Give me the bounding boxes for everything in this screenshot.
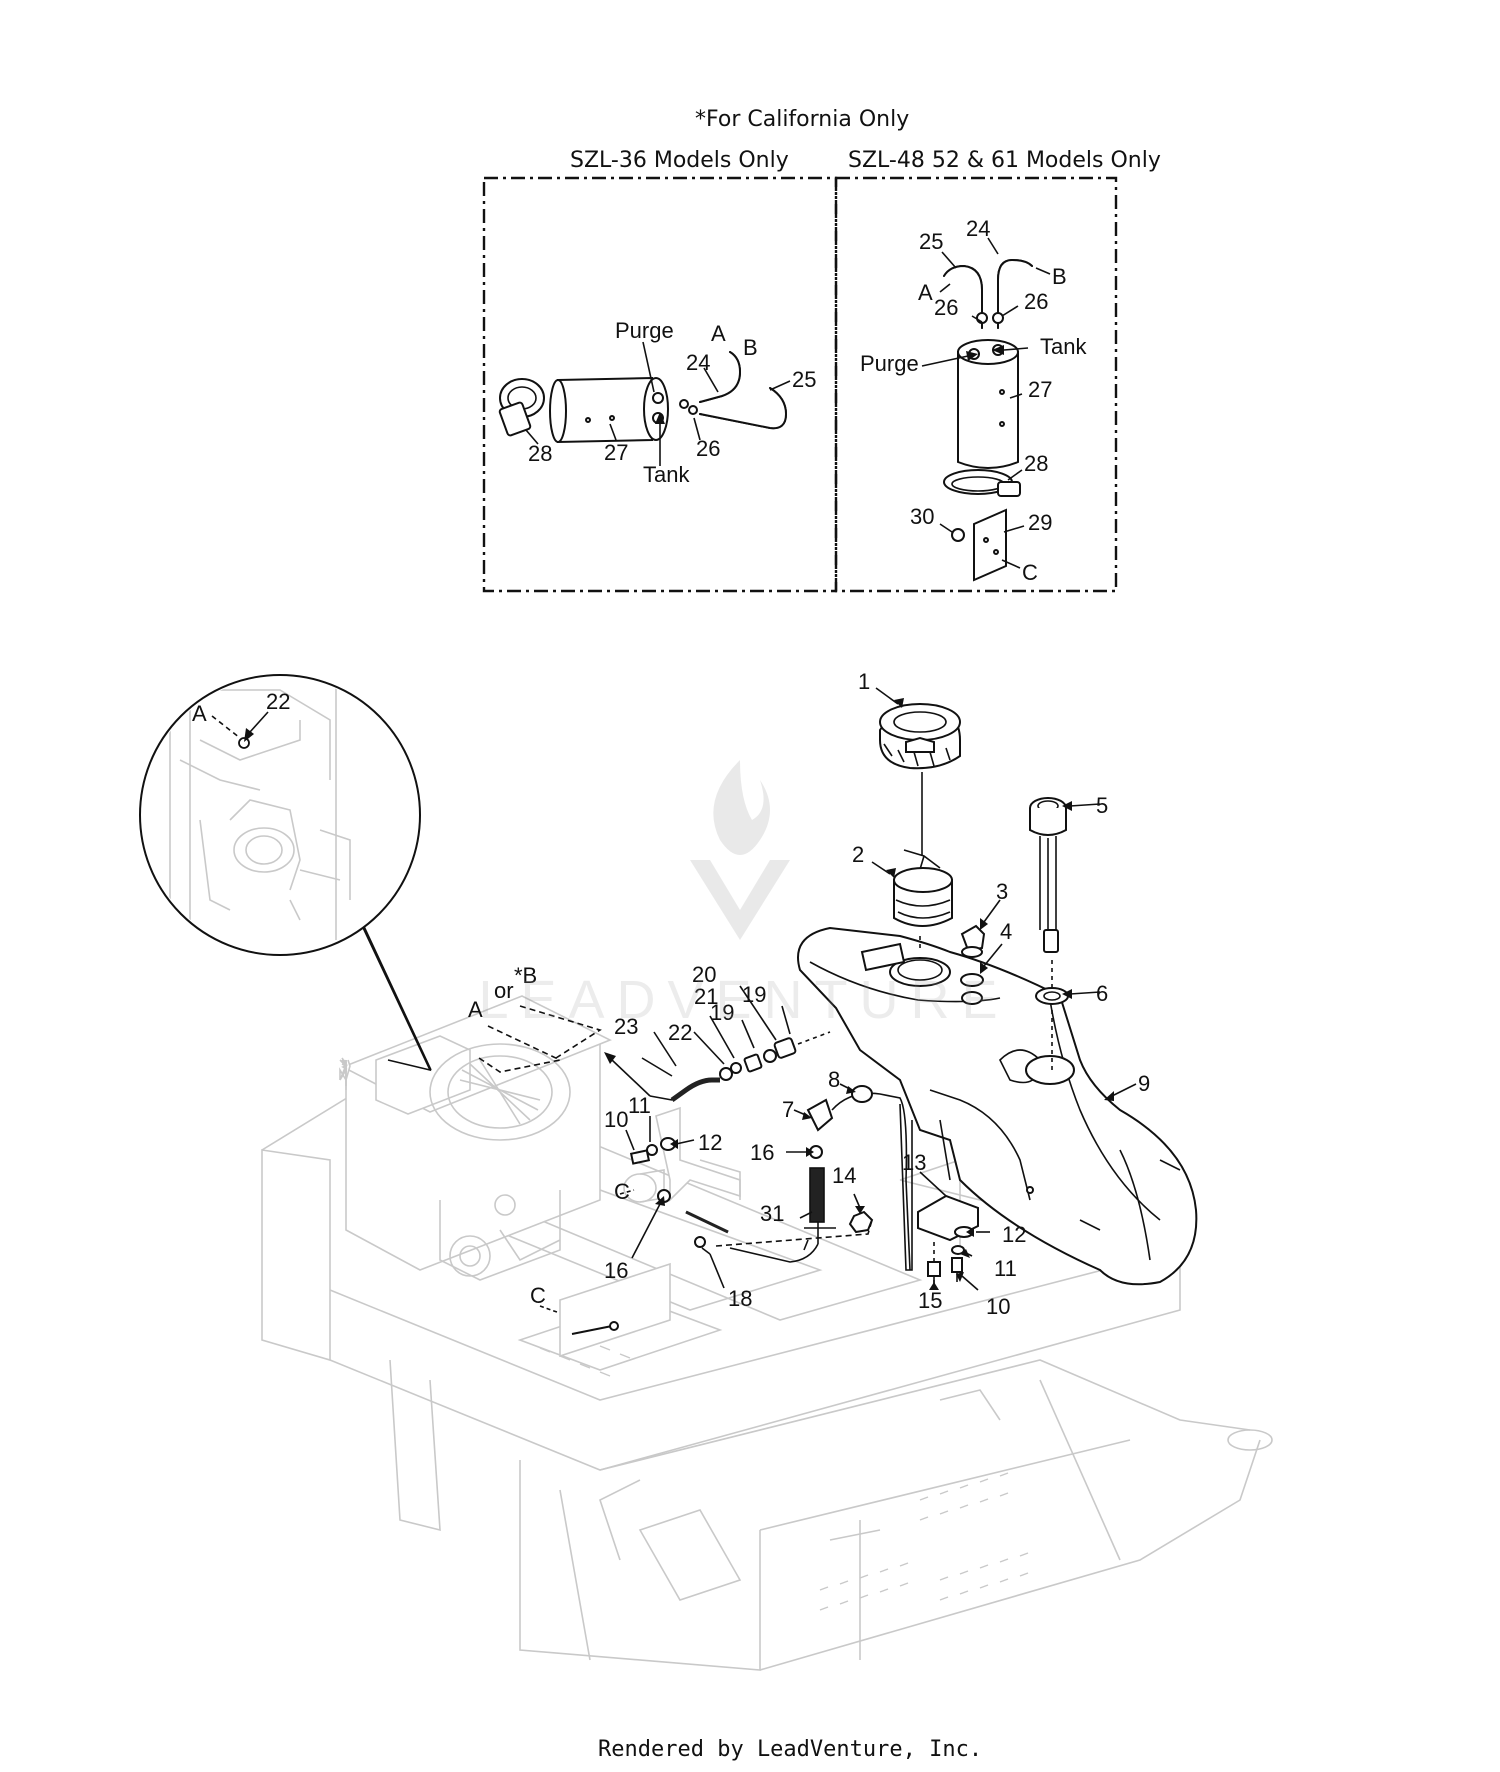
watermark: LEADVENTURE <box>478 760 1009 1030</box>
right-29-label: 29 <box>1028 510 1052 535</box>
right-canister-assembly <box>921 237 1051 582</box>
left-25-label: 25 <box>792 367 816 392</box>
right-25-label: 25 <box>919 229 943 254</box>
right-26a-label: 26 <box>934 295 958 320</box>
left-purge-label: Purge <box>615 318 674 343</box>
label-or: or <box>494 978 514 1003</box>
label-c1: C <box>614 1179 630 1204</box>
right-a-label: A <box>918 280 933 305</box>
left-panel-border <box>482 176 838 593</box>
right-b-label: B <box>1052 264 1067 289</box>
label-18: 18 <box>728 1286 752 1311</box>
label-11a: 11 <box>628 1093 651 1118</box>
fuel-strainer <box>871 861 953 952</box>
label-5: 5 <box>1096 793 1108 818</box>
label-a: A <box>468 997 483 1022</box>
label-11b: 11 <box>994 1256 1017 1281</box>
label-6: 6 <box>1096 981 1108 1006</box>
label-19a: 19 <box>742 982 766 1007</box>
label-23: 23 <box>614 1014 638 1039</box>
right-26b-label: 26 <box>1024 289 1048 314</box>
right-panel-border <box>834 176 1118 593</box>
right-28-label: 28 <box>1024 451 1048 476</box>
label-22: 22 <box>668 1020 692 1045</box>
footer-credit: Rendered by LeadVenture, Inc. <box>598 1737 982 1762</box>
right-24-label: 24 <box>966 216 990 241</box>
label-15: 15 <box>918 1288 942 1313</box>
label-9: 9 <box>1138 1071 1150 1096</box>
nut-14 <box>848 1193 874 1234</box>
label-star-b: *B <box>514 963 537 988</box>
fuel-cap <box>875 687 961 877</box>
label-4: 4 <box>1000 919 1012 944</box>
left-hardware <box>539 1106 741 1358</box>
label-10b: 10 <box>986 1294 1010 1319</box>
right-tank-label: Tank <box>1040 334 1087 359</box>
label-7: 7 <box>782 1097 794 1122</box>
label-12a: 12 <box>698 1130 722 1155</box>
label-21: 21 <box>694 984 718 1009</box>
detail-callout <box>139 674 432 1072</box>
engine-ghost <box>339 995 612 1281</box>
label-16a: 16 <box>750 1140 774 1165</box>
left-26-label: 26 <box>696 436 720 461</box>
left-canister-assembly <box>498 341 791 466</box>
label-12b: 12 <box>1002 1222 1026 1247</box>
diagram-title: *For California Only <box>695 107 909 132</box>
vent-fitting <box>960 899 1003 987</box>
right-purge-label: Purge <box>860 351 919 376</box>
label-1: 1 <box>858 669 870 694</box>
label-8: 8 <box>828 1067 840 1092</box>
left-panel-title: SZL-36 Models Only <box>570 148 789 173</box>
left-a-label: A <box>711 321 726 346</box>
watermark-text: LEADVENTURE <box>478 970 1009 1030</box>
label-13: 13 <box>902 1150 926 1175</box>
label-c2: C <box>530 1283 546 1308</box>
fuel-filter-assembly <box>715 1083 913 1271</box>
fuel-gauge <box>1029 797 1101 1070</box>
left-24-label: 24 <box>686 350 710 375</box>
left-b-label: B <box>743 335 758 360</box>
detail-a-label: A <box>192 701 207 726</box>
right-30-label: 30 <box>910 504 934 529</box>
label-19b: 19 <box>710 1000 734 1025</box>
label-16b: 16 <box>604 1258 628 1283</box>
fuel-line-assembly <box>475 985 831 1103</box>
label-31: 31 <box>760 1201 784 1226</box>
label-14: 14 <box>832 1163 856 1188</box>
label-20: 20 <box>692 962 716 987</box>
label-2: 2 <box>852 842 864 867</box>
left-tank-label: Tank <box>643 462 690 487</box>
label-10a: 10 <box>604 1107 628 1132</box>
detail-22-label: 22 <box>266 689 290 714</box>
left-27-label: 27 <box>604 440 628 465</box>
bracket-13-assembly <box>917 1171 990 1291</box>
mower-frame-ghost <box>261 1089 1273 1671</box>
right-panel-title: SZL-48 52 & 61 Models Only <box>848 148 1161 173</box>
left-28-label: 28 <box>528 441 552 466</box>
right-27-label: 27 <box>1028 377 1052 402</box>
right-c-label: C <box>1022 560 1038 585</box>
label-3: 3 <box>996 879 1008 904</box>
fuel-tank <box>797 926 1198 1286</box>
